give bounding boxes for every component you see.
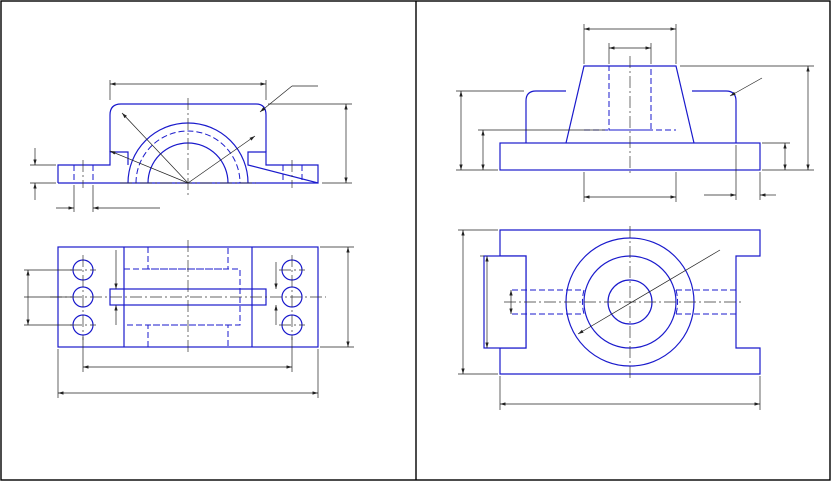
left-top-view	[24, 240, 354, 398]
right-top-view	[458, 226, 761, 410]
right-drawing-panel	[456, 24, 814, 410]
left-drawing-panel	[24, 80, 354, 398]
left-front-view	[30, 80, 352, 212]
bolt-holes-left	[72, 259, 303, 336]
right-front-view	[456, 24, 814, 202]
